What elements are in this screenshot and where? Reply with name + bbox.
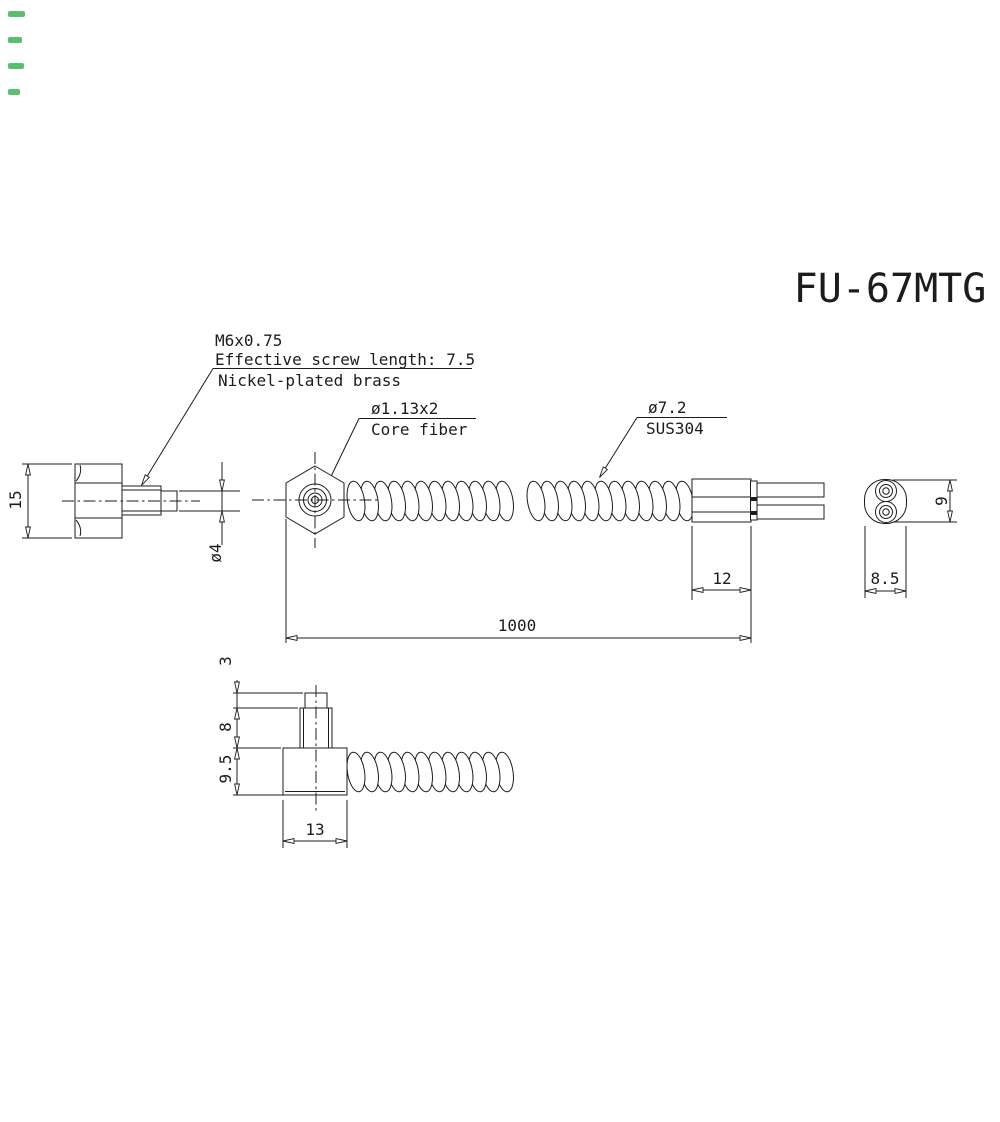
spiral-sheath-right	[524, 480, 696, 522]
chamfer-arc	[75, 519, 82, 537]
bottom-view: 3 8 9.5 13	[216, 656, 516, 848]
dim-text: 13	[305, 820, 324, 839]
sheath-spec-label: ø7.2	[648, 398, 687, 417]
dim-arrow	[282, 838, 295, 844]
dim-arrow	[234, 747, 240, 760]
sheath-material-label: SUS304	[646, 419, 704, 438]
dim-text: 1000	[498, 616, 537, 635]
dim-arrow	[739, 587, 752, 593]
fiber-eyelet	[879, 505, 893, 519]
drawing-title: FU-67MTG	[794, 266, 987, 312]
fiber-lead-bottom	[756, 504, 825, 520]
core-spec-label: ø1.13x2	[371, 399, 438, 418]
dim-arrow	[285, 635, 298, 641]
dim-text: 15	[6, 490, 25, 509]
dimension-head-width: 13	[282, 800, 348, 848]
fiber-lead-top	[756, 482, 825, 498]
dim-text: 9	[932, 496, 951, 506]
dim-text: 8.5	[871, 569, 900, 588]
thread-length-label: Effective screw length: 7.5	[215, 350, 475, 369]
head-block	[282, 747, 348, 796]
dim-text-tip-height: 3	[216, 656, 235, 666]
dim-text-screw-height: 8	[216, 722, 235, 732]
fiber-eyelet	[879, 484, 893, 498]
spiral-sheath-left	[344, 480, 516, 522]
dim-arrow	[234, 707, 240, 720]
thread-spec-label: M6x0.75	[215, 331, 282, 350]
dimension-end-height: 9	[893, 479, 957, 523]
side-view: 15 ø4	[6, 462, 240, 563]
spiral-sheath	[344, 751, 516, 793]
fiber-eyelet	[875, 501, 897, 523]
dim-arrow	[234, 783, 240, 796]
chamfer-arc	[75, 464, 82, 482]
dim-arrow	[25, 463, 31, 476]
dim-arrow	[947, 479, 953, 492]
dimension-block-length: 12	[691, 526, 752, 643]
callout-core-fiber: ø1.13x2 Core fiber	[318, 399, 476, 498]
dim-arrow	[219, 510, 225, 523]
dim-arrow	[335, 838, 348, 844]
fiber-core	[882, 508, 890, 516]
leader-arrow	[597, 466, 608, 480]
thread-material-label: Nickel-plated brass	[218, 371, 401, 390]
leader-arrow	[139, 474, 150, 488]
callout-thread: M6x0.75 Effective screw length: 7.5 Nick…	[139, 331, 475, 488]
dimension-tip-diameter: ø4	[179, 462, 240, 563]
dim-arrow	[691, 587, 704, 593]
dim-text: ø4	[206, 543, 225, 562]
dim-arrow	[894, 588, 907, 594]
dim-arrow	[739, 635, 752, 641]
fiber-core	[882, 487, 890, 495]
callout-sheath: ø7.2 SUS304	[597, 398, 727, 480]
dimension-height-chain: 3 8 9.5	[216, 656, 303, 796]
end-connector-block	[691, 478, 752, 523]
fiber-eyelet	[875, 480, 897, 502]
dim-arrow	[25, 526, 31, 539]
leader-line	[600, 417, 638, 476]
end-view: 9 8.5	[864, 479, 957, 598]
dim-arrow	[219, 479, 225, 492]
dim-arrow	[947, 510, 953, 523]
dimension-end-width: 8.5	[864, 526, 907, 598]
dim-arrow	[864, 588, 877, 594]
leader-line	[142, 368, 214, 484]
dim-arrow	[234, 681, 240, 694]
dim-arrow	[234, 736, 240, 749]
dimension-fiber-length: 1000	[285, 519, 752, 643]
dim-text-head-height: 9.5	[216, 755, 235, 784]
cap-notch	[750, 511, 757, 515]
front-view: 12 1000	[252, 452, 825, 643]
cap-notch	[750, 497, 757, 501]
dim-text: 12	[712, 569, 731, 588]
core-name-label: Core fiber	[371, 420, 468, 439]
dimension-nut-across-flats: 15	[6, 463, 72, 539]
screen-artifact-marks	[8, 11, 25, 95]
end-face-outline	[864, 479, 907, 524]
